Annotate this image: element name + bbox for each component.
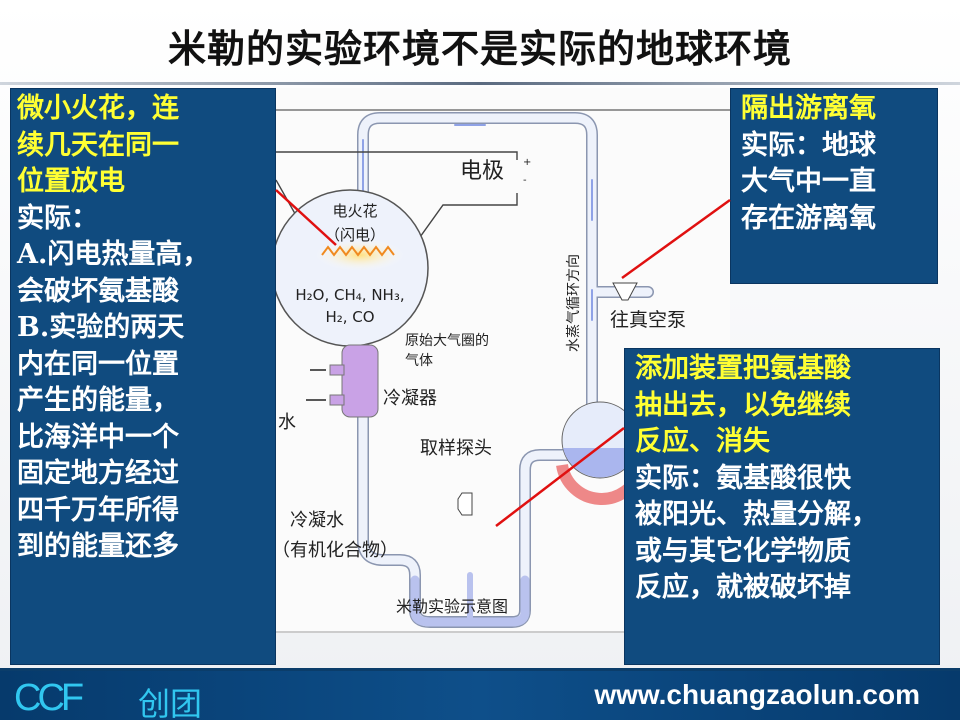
pointer-line-spark <box>275 189 337 246</box>
diagram-svg: 电极 + - 电火花 （闪电） H₂O, CH₄, NH₃, H₂, CO 原始… <box>271 109 730 628</box>
title-divider <box>0 82 960 85</box>
note-line: 内在同一位置 <box>17 348 179 380</box>
footer-bar: CCF 创团 www.chuangzaolun.com <box>0 668 960 723</box>
note-line: 添加装置把氨基酸 <box>635 353 851 384</box>
note-line: 产生的能量， <box>17 385 179 416</box>
note-line: 实际： <box>17 202 98 234</box>
vacuum-valve <box>612 282 638 301</box>
water-label: 水 <box>278 412 296 433</box>
website-url[interactable]: www.chuangzaolun.com <box>594 679 920 710</box>
condensed-water-label: 冷凝水 <box>290 510 344 531</box>
vacuum-pump-label: 往真空泵 <box>610 309 686 331</box>
note-line: 被阳光、热量分解， <box>635 499 878 530</box>
note-line: B.实验的两天 <box>17 312 185 343</box>
note-line: 或与其它化学物质 <box>635 535 851 567</box>
logo-chinese: 创团 <box>138 685 203 723</box>
right-top-note-box: 隔出游离氧 实际：地球 大气中一直 存在游离氧 <box>730 88 938 284</box>
spark-glow <box>315 239 405 271</box>
diagram-caption: 米勒实验示意图 <box>396 597 508 616</box>
note-line: 大气中一直 <box>741 166 876 197</box>
note-line: 比海洋中一个 <box>17 421 179 453</box>
note-line: 续几天在同一 <box>17 129 179 161</box>
note-line: 反应，就被破坏掉 <box>635 572 851 603</box>
electrode-label: 电极 <box>460 159 504 184</box>
note-line: A.闪电热量高， <box>17 239 210 270</box>
note-line: 位置放电 <box>17 166 125 197</box>
note-line: 到的能量还多 <box>17 531 179 562</box>
left-note-box: 微小火花，连 续几天在同一 位置放电 实际： A.闪电热量高， 会破坏氨基酸 B… <box>10 88 276 665</box>
note-line: 隔出游离氧 <box>741 93 876 124</box>
pointer-line-valve <box>621 198 731 280</box>
note-line: 固定地方经过 <box>17 458 179 489</box>
atmosphere-label: 原始大气圈的 <box>405 333 489 349</box>
probe-label: 取样探头 <box>420 438 492 459</box>
gas-formula: H₂O, CH₄, NH₃, <box>295 286 404 304</box>
note-line: 四千万年所得 <box>17 494 179 526</box>
condenser <box>341 344 379 418</box>
glass-tubing <box>357 112 654 628</box>
spark-icon <box>321 245 395 257</box>
note-line: 抽出去，以免继续 <box>635 389 851 421</box>
organic-label: （有机化合物） <box>276 540 398 561</box>
lightning-label: （闪电） <box>325 226 385 244</box>
condenser-label: 冷凝器 <box>383 388 437 409</box>
note-line: 存在游离氧 <box>741 202 876 234</box>
svg-text:+: + <box>523 157 531 168</box>
ccf-logo: CCF <box>14 677 84 719</box>
note-line: 反应、消失 <box>635 426 770 457</box>
note-line: 实际：氨基酸很快 <box>635 462 851 494</box>
slide-title: 米勒的实验环境不是实际的地球环境 <box>167 27 792 71</box>
note-line: 微小火花，连 <box>17 93 179 124</box>
sampling-probe <box>457 492 473 516</box>
note-line: 会破坏氨基酸 <box>17 275 179 307</box>
spark-label: 电火花 <box>332 202 377 220</box>
pointer-line-sampling <box>495 427 625 527</box>
svg-text:气体: 气体 <box>405 353 433 369</box>
svg-text:-: - <box>523 175 527 186</box>
right-bottom-note-box: 添加装置把氨基酸 抽出去，以免继续 反应、消失 实际：氨基酸很快 被阳光、热量分… <box>624 348 940 665</box>
vapor-direction-label: 水蒸气循环方向 <box>566 254 582 352</box>
gas-formula: H₂, CO <box>325 308 374 326</box>
note-line: 实际：地球 <box>741 129 876 161</box>
